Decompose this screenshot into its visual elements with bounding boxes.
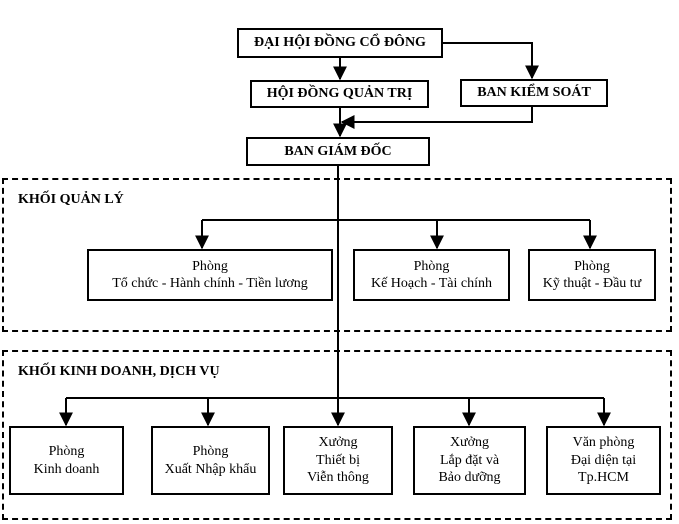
board-box: HỘI ĐỒNG QUẢN TRỊ <box>250 80 429 108</box>
unit-type: Phòng <box>192 444 229 459</box>
unit-type: Xưởng <box>449 435 490 451</box>
unit-name: Lắp đặt và <box>439 452 500 468</box>
directors-box: BAN GIÁM ĐỐC <box>246 137 430 166</box>
connector-supervisory-trunk <box>340 107 533 129</box>
business-unit-import-export: Phòng Xuất Nhập khẩu <box>151 426 270 495</box>
unit-type: Xưởng <box>318 435 358 451</box>
unit-name: Tổ chức - Hành chính - Tiền lương <box>112 276 308 291</box>
supervisory-label: BAN KIỂM SOÁT <box>477 85 591 101</box>
directors-label: BAN GIÁM ĐỐC <box>284 143 392 159</box>
business-region-label: KHỐI KINH DOANH, DỊCH VỤ <box>18 364 220 379</box>
connector-shareholders-supervisory <box>443 42 539 80</box>
unit-type: Phòng <box>192 258 228 274</box>
unit-name-cont: Bảo dưỡng <box>438 470 501 486</box>
board-label: HỘI ĐỒNG QUẢN TRỊ <box>266 86 413 102</box>
unit-name-cont: Tp.HCM <box>578 470 629 486</box>
management-unit-technical: Phòng Kỹ thuật - Đầu tư <box>528 249 656 301</box>
unit-name: Kế Hoạch - Tài chính <box>370 276 493 291</box>
unit-name: Kỹ thuật - Đầu tư <box>542 276 642 291</box>
unit-name-cont: Viễn thông <box>307 470 369 486</box>
management-unit-organization: Phòng Tổ chức - Hành chính - Tiền lương <box>87 249 333 301</box>
business-unit-installation: Xưởng Lắp đặt và Bảo dưỡng <box>413 426 526 495</box>
business-unit-telecom-equipment: Xưởng Thiết bị Viễn thông <box>283 426 393 495</box>
management-unit-planning-finance: Phòng Kế Hoạch - Tài chính <box>353 249 510 301</box>
unit-type: Phòng <box>48 444 85 459</box>
unit-type: Phòng <box>574 258 610 274</box>
business-unit-sales: Phòng Kinh doanh <box>9 426 124 495</box>
unit-type: Phòng <box>413 258 450 274</box>
supervisory-box: BAN KIỂM SOÁT <box>460 79 608 107</box>
management-region-label: KHỐI QUẢN LÝ <box>18 192 124 207</box>
shareholders-label: ĐẠI HỘI ĐỒNG CỔ ĐÔNG <box>254 35 426 51</box>
unit-name: Đại diện tại <box>570 452 637 468</box>
unit-type: Văn phòng <box>572 435 635 451</box>
unit-name: Thiết bị <box>316 452 360 468</box>
unit-name: Kinh doanh <box>33 461 100 477</box>
business-unit-hcm-office: Văn phòng Đại diện tại Tp.HCM <box>546 426 661 495</box>
shareholders-box: ĐẠI HỘI ĐỒNG CỔ ĐÔNG <box>237 28 443 58</box>
unit-name: Xuất Nhập khẩu <box>164 461 257 477</box>
